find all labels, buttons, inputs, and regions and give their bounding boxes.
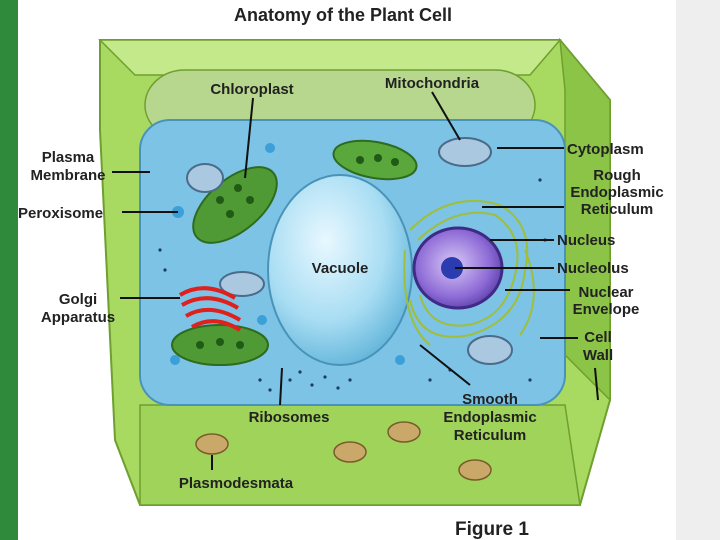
- label-nuclear-envelope-line1: Nuclear: [578, 284, 633, 301]
- label-golgi-line1: Golgi: [59, 291, 97, 308]
- endoplasmic-reticulum: [403, 199, 535, 346]
- chloroplast-organelles: [171, 139, 418, 366]
- left-accent-bar: [0, 0, 18, 540]
- label-rough-er-line2: Endoplasmic: [570, 184, 663, 201]
- label-plasma-membrane-line2: Membrane: [30, 167, 105, 184]
- label-smooth-er-line2: Endoplasmic: [443, 409, 536, 426]
- label-golgi-line2: Apparatus: [41, 309, 115, 326]
- label-smooth-er-line1: Smooth: [462, 391, 518, 408]
- mitochondria-organelles: [186, 137, 513, 365]
- label-mitochondria: Mitochondria: [385, 75, 480, 92]
- peroxisomes: [170, 143, 405, 365]
- right-margin: [676, 0, 720, 540]
- vacuole: [267, 174, 413, 366]
- figure-caption: Figure 1: [455, 519, 529, 540]
- nucleolus: [441, 257, 463, 279]
- label-rough-er-line3: Reticulum: [581, 201, 654, 218]
- label-cell-wall-line1: Cell: [584, 329, 612, 346]
- label-plasma-membrane-line1: Plasma: [42, 149, 95, 166]
- plasmodesmata-pits: [195, 421, 492, 481]
- label-ribosomes: Ribosomes: [249, 409, 330, 426]
- label-cell-wall-line2: Wall: [583, 347, 613, 364]
- label-cytoplasm: Cytoplasm: [567, 141, 644, 158]
- label-plasmodesmata: Plasmodesmata: [179, 475, 294, 492]
- golgi-apparatus: [178, 286, 242, 332]
- label-nucleus: Nucleus: [557, 232, 615, 249]
- label-rough-er-line1: Rough: [593, 167, 640, 184]
- label-smooth-er-line3: Reticulum: [454, 427, 527, 444]
- ribosome-dots: [158, 178, 547, 392]
- label-peroxisome: Peroxisome: [18, 205, 103, 222]
- label-nuclear-envelope-line2: Envelope: [573, 301, 640, 318]
- diagram-title: Anatomy of the Plant Cell: [234, 5, 452, 25]
- label-chloroplast: Chloroplast: [210, 81, 293, 98]
- label-leader-lines: [112, 91, 599, 470]
- label-vacuole: Vacuole: [312, 260, 369, 277]
- label-nucleolus: Nucleolus: [557, 260, 629, 277]
